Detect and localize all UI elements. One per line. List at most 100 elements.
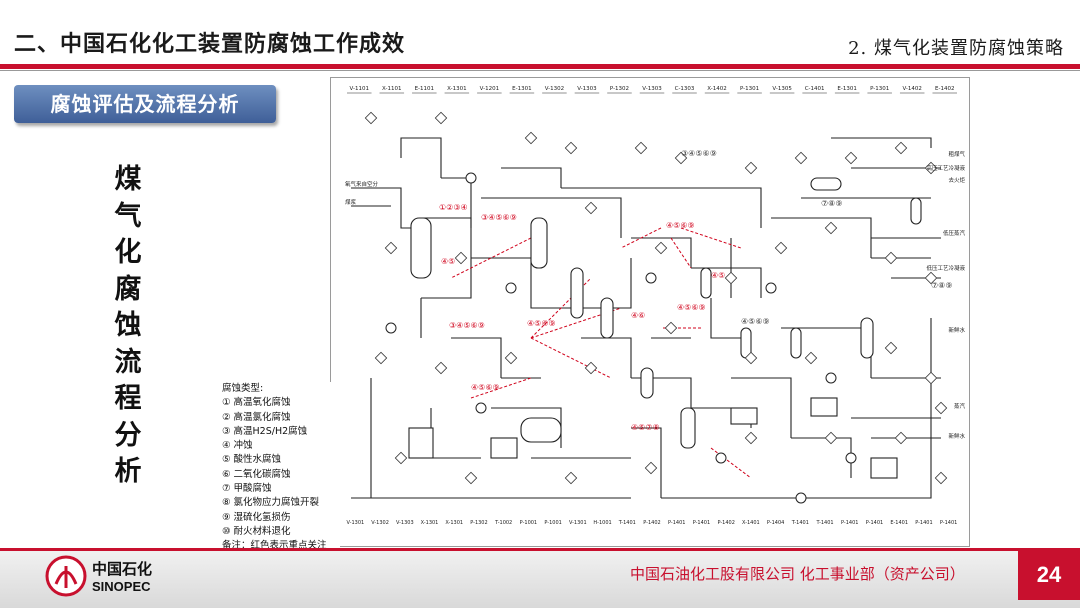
instrument-diamond bbox=[824, 431, 838, 445]
flash-vessel-2 bbox=[600, 297, 614, 339]
slurry-tank bbox=[490, 437, 518, 459]
flash-vessel bbox=[570, 267, 584, 319]
equipment-tag: X-1301 bbox=[421, 520, 439, 526]
red-callout: ④⑤⑥⑨ bbox=[666, 221, 695, 230]
red-callout: ①②③④ bbox=[439, 203, 468, 212]
equipment-tag: V-1402 bbox=[902, 86, 921, 92]
instrument-diamond bbox=[774, 241, 788, 255]
stream-label: 高压工艺冷凝液 bbox=[926, 164, 965, 172]
instrument-diamond bbox=[824, 221, 838, 235]
instrument-diamond bbox=[374, 351, 388, 365]
stream-label: 氧气来自空分 bbox=[345, 180, 379, 188]
instrument-diamonds bbox=[364, 111, 948, 485]
stream-label: 蒸汽 bbox=[954, 402, 966, 410]
equipment-tag: C-1303 bbox=[675, 86, 695, 92]
logo-text-cn: 中国石化 bbox=[92, 560, 153, 578]
instrument-diamond bbox=[384, 241, 398, 255]
instrument-diamond bbox=[634, 141, 648, 155]
black-callout: ③④⑤⑥⑨ bbox=[681, 149, 717, 158]
instrument-diamond bbox=[584, 201, 598, 215]
equipment-tag: P-1401 bbox=[841, 520, 858, 526]
page-title: 二、中国石化化工装置防腐蚀工作成效 bbox=[14, 31, 406, 57]
instrument-diamond bbox=[584, 361, 598, 375]
settler-tank bbox=[408, 427, 434, 459]
equipment-tag: P-1401 bbox=[866, 520, 883, 526]
stream-label: 低压蒸汽 bbox=[943, 229, 966, 237]
instrument-diamond bbox=[434, 111, 448, 125]
filter-drum bbox=[520, 417, 562, 443]
page-subtitle: 2. 煤气化装置防腐蚀策略 bbox=[848, 38, 1064, 59]
instrument-diamond bbox=[794, 151, 808, 165]
black-callout: ⑦⑧⑨ bbox=[821, 199, 843, 208]
column-3 bbox=[640, 367, 654, 399]
separator-3 bbox=[790, 327, 802, 359]
instrument-diamond bbox=[744, 161, 758, 175]
instrument-diamond bbox=[744, 351, 758, 365]
equipment-tag: X-1301 bbox=[447, 86, 466, 92]
red-callout: ③④⑤⑥⑨ bbox=[449, 321, 485, 330]
equipment-tag: C-1401 bbox=[805, 86, 825, 92]
equipment-tag: V-1303 bbox=[642, 86, 662, 92]
horizontal-drum bbox=[810, 177, 842, 191]
separator-1 bbox=[700, 267, 712, 299]
instrument-diamond bbox=[394, 451, 408, 465]
equipment-tag: X-1401 bbox=[742, 520, 760, 526]
equipment-tag: X-1402 bbox=[707, 86, 726, 92]
equipment-tag: V-1301 bbox=[347, 520, 365, 526]
red-callout: ③④⑤⑥⑨ bbox=[481, 213, 517, 222]
equipment-tag: V-1303 bbox=[577, 86, 597, 92]
equipment-tag: V-1302 bbox=[545, 86, 564, 92]
vessels bbox=[408, 177, 922, 479]
equipment-tag: V-1101 bbox=[350, 86, 369, 92]
instrument-diamond bbox=[724, 271, 738, 285]
sinopec-logo-icon bbox=[45, 555, 87, 597]
column-2 bbox=[680, 407, 696, 449]
instrument-diamond bbox=[934, 401, 948, 415]
section-badge: 腐蚀评估及流程分析 bbox=[14, 85, 276, 123]
legend-note: 备注：红色表示重点关注 bbox=[222, 540, 327, 552]
process-lines bbox=[351, 137, 941, 499]
equipment-tag: P-1401 bbox=[915, 520, 932, 526]
equipment-tag: E-1301 bbox=[837, 86, 856, 92]
equipment-tag: P-1301 bbox=[740, 86, 759, 92]
equipment-tag: P-1302 bbox=[610, 86, 629, 92]
legend-item: ③ 高温H2S/H2腐蚀 bbox=[222, 425, 308, 437]
equipment-tag: P-1402 bbox=[643, 520, 660, 526]
equipment-tag: P-1401 bbox=[693, 520, 710, 526]
instrument-diamond bbox=[464, 471, 478, 485]
red-callout: ④⑤⑥⑨ bbox=[677, 303, 706, 312]
instrument-diamond bbox=[364, 111, 378, 125]
red-callout: ④⑥ bbox=[631, 311, 645, 320]
equipment-tag: T-1002 bbox=[494, 520, 512, 526]
instrument-diamond bbox=[654, 241, 668, 255]
footer-band bbox=[0, 548, 1080, 608]
red-callout: ④⑤⑥⑨ bbox=[527, 319, 556, 328]
stream-label: 新鲜水 bbox=[948, 326, 965, 334]
instrument-diamond bbox=[454, 251, 468, 265]
red-callout: ④⑤ bbox=[441, 257, 455, 266]
instrument-diamond bbox=[644, 461, 658, 475]
scrubber-vessel bbox=[530, 217, 548, 269]
footer-divider bbox=[0, 548, 1080, 551]
equipment-tag: P-1001 bbox=[520, 520, 537, 526]
legend-item: ⑨ 湿硫化氢损伤 bbox=[222, 511, 291, 523]
instrument-diamond bbox=[884, 341, 898, 355]
instrument-diamond bbox=[564, 141, 578, 155]
equipment-tag: H-1001 bbox=[593, 520, 611, 526]
header-divider-thin bbox=[0, 70, 1080, 71]
equipment-tag: V-1302 bbox=[371, 520, 389, 526]
instrument-diamond bbox=[674, 151, 688, 165]
instrument-diamond bbox=[924, 371, 938, 385]
stream-label: 新鲜水 bbox=[948, 432, 965, 440]
page-number: 24 bbox=[1018, 550, 1080, 600]
separator-4 bbox=[910, 197, 922, 225]
black-callout: ⑦⑧⑨ bbox=[931, 281, 953, 290]
instrument-diamond bbox=[894, 431, 908, 445]
legend-item: ⑤ 酸性水腐蚀 bbox=[222, 454, 282, 466]
footer-organization: 中国石油化工股有限公司 化工事业部（资产公司） bbox=[630, 565, 965, 583]
equipment-tag: X-1301 bbox=[445, 520, 463, 526]
equipment-tag: P-1401 bbox=[940, 520, 957, 526]
tank-1 bbox=[810, 397, 838, 417]
red-callout: ④⑤ bbox=[711, 271, 725, 280]
